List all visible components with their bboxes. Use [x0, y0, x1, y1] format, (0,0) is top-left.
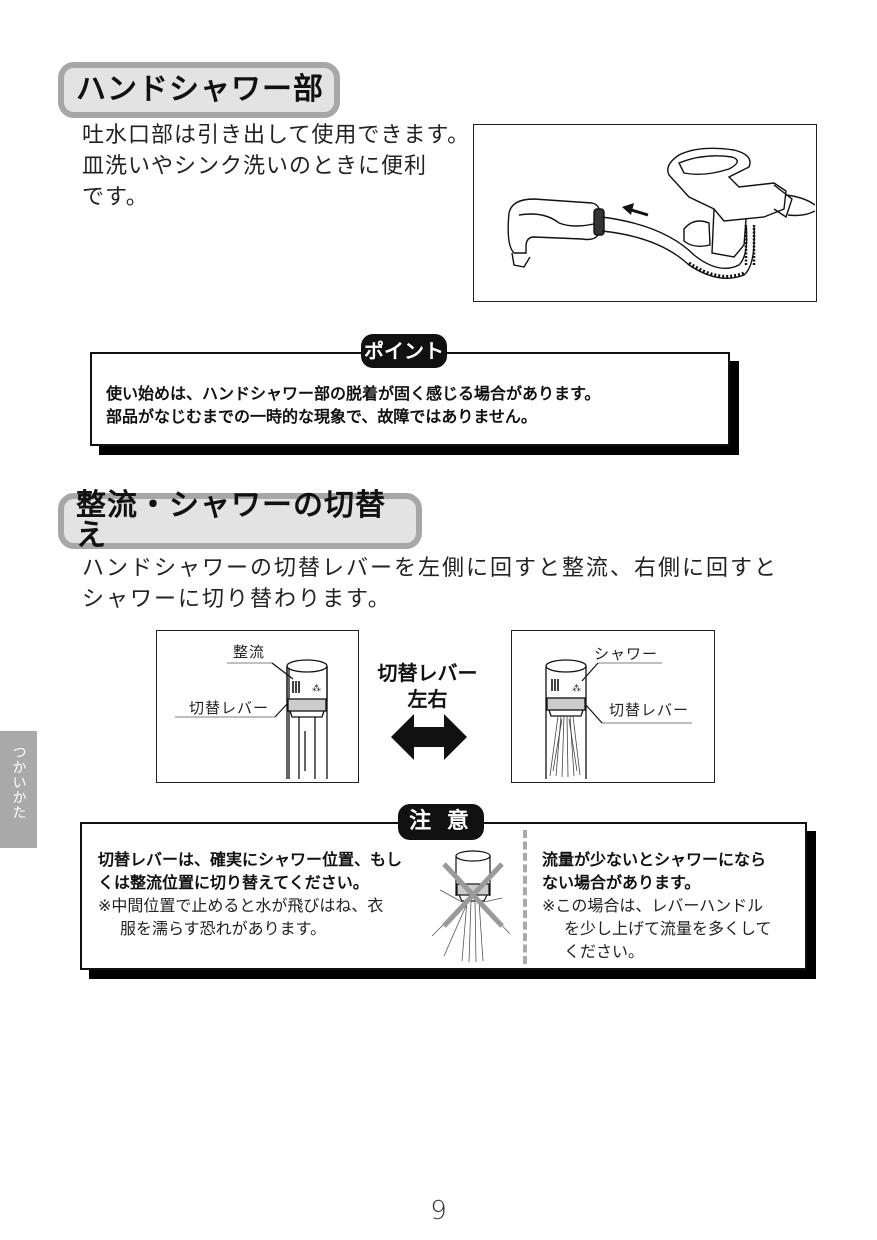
text-line: です。: [82, 185, 149, 210]
caution-note: 服を濡らす恐れがあります。: [120, 919, 327, 938]
section-title-flow-switch: 整流・シャワーの切替え: [58, 491, 422, 551]
faucet-illustration: [507, 147, 816, 279]
shower-flow-figure: ⁂ シャワー 切替レバー: [511, 630, 715, 783]
switch-caption-line1: 切替レバー: [377, 661, 478, 685]
caution-callout: 切替レバーは、確実にシャワー位置、もし くは整流位置に切り替えてください。 ※中…: [80, 822, 807, 970]
side-tab-label: つかいかた: [10, 745, 27, 820]
middle-position-warning-illustration: [431, 850, 511, 963]
side-tab-usage: つかいかた: [0, 731, 37, 848]
caution-line: 流量が少ないとシャワーになら: [542, 850, 767, 869]
double-arrow-left-right-icon: [391, 714, 467, 760]
caution-note: ください。: [564, 942, 645, 961]
prohibited-x-icon: [442, 862, 504, 928]
caution-note: ※中間位置で止めると水が飛びはね、衣: [98, 896, 384, 915]
hand-shower-figure: [473, 124, 817, 302]
caution-line: くは整流位置に切り替えてください。: [98, 873, 369, 892]
aerator-shower-illustration: ⁂: [545, 659, 692, 779]
section-title-hand-shower: ハンドシャワー部: [58, 62, 340, 118]
svg-text:⁂: ⁂: [312, 683, 321, 694]
caution-right-text: 流量が少ないとシャワーになら ない場合があります。 ※この場合は、レバーハンドル…: [542, 848, 772, 963]
caution-tag: 注 意: [398, 804, 484, 840]
switch-lever-caption: 切替レバー 左右: [360, 660, 495, 712]
text-line: 皿洗いやシンク洗いのときに便利: [82, 154, 428, 179]
lever-label-left: 切替レバー: [189, 699, 270, 717]
text-line: シャワーに切り替わります。: [82, 587, 392, 612]
hand-shower-description: 吐水口部は引き出して使用できます。 皿洗いやシンク洗いのときに便利 です。: [82, 120, 470, 213]
point-tag: ポイント: [361, 334, 447, 368]
caution-divider: [523, 830, 527, 964]
text-line: ハンドシャワーの切替レバーを左側に回すと整流、右側に回すと: [82, 556, 779, 581]
pull-direction-arrow-icon: [622, 203, 649, 217]
aerator-straight-illustration: ⁂: [175, 659, 328, 779]
caution-line: 切替レバーは、確実にシャワー位置、もし: [98, 850, 403, 869]
point-line: 使い始めは、ハンドシャワー部の脱着が固く感じる場合があります。: [106, 384, 601, 403]
caution-left-text: 切替レバーは、確実にシャワー位置、もし くは整流位置に切り替えてください。 ※中…: [98, 848, 402, 940]
point-line: 部品がなじむまでの一時的な現象で、故障ではありません。: [106, 407, 537, 426]
straight-flow-label: 整流: [233, 643, 266, 661]
svg-text:⁂: ⁂: [572, 683, 581, 694]
lever-label-right: 切替レバー: [609, 701, 690, 719]
point-text: 使い始めは、ハンドシャワー部の脱着が固く感じる場合があります。 部品がなじむまで…: [106, 382, 600, 428]
caution-note: ※この場合は、レバーハンドル: [542, 896, 764, 915]
switch-caption-line2: 左右: [407, 687, 448, 711]
shower-label: シャワー: [594, 645, 659, 663]
caution-line: ない場合があります。: [542, 873, 701, 892]
page-number: 9: [430, 1196, 447, 1226]
flow-switch-description: ハンドシャワーの切替レバーを左側に回すと整流、右側に回すと シャワーに切り替わり…: [82, 553, 778, 615]
text-line: 吐水口部は引き出して使用できます。: [82, 123, 471, 148]
caution-note: を少し上げて流量を多くして: [564, 919, 772, 938]
straight-flow-figure: ⁂ 整流 切替レバー: [156, 630, 359, 783]
